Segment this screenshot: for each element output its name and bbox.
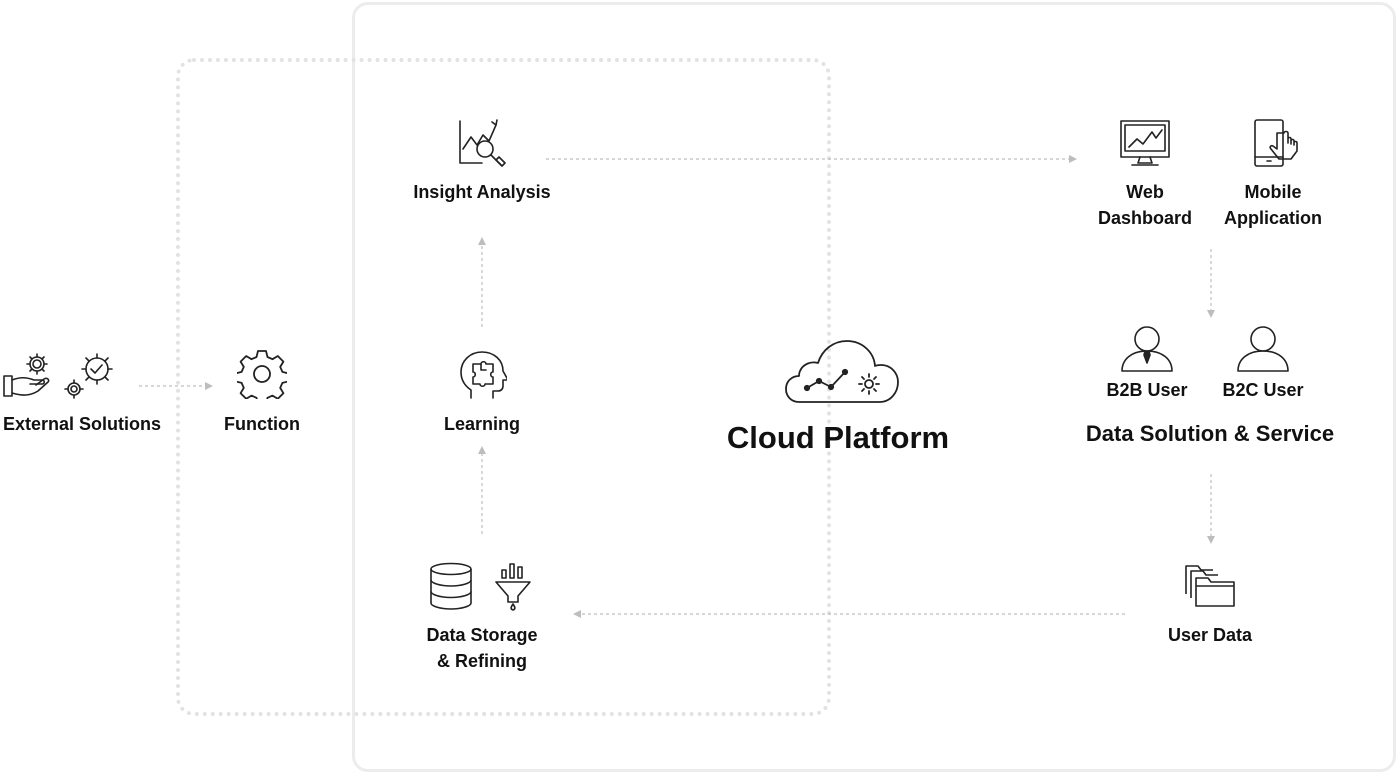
user-data-label: User Data xyxy=(1167,625,1253,645)
mobile-application-label-line1: Mobile xyxy=(1244,182,1302,202)
web-dashboard-label-line1: Web xyxy=(1126,182,1164,202)
external-solutions-label: External Solutions xyxy=(2,414,162,434)
web-dashboard-label: Web Dashboard xyxy=(1085,179,1205,231)
data-storage-label-line1: Data Storage xyxy=(426,625,538,645)
data-solution-service-title: Data Solution & Service xyxy=(1085,421,1335,446)
cloud-platform-frame xyxy=(352,2,1396,772)
mobile-application-label: Mobile Application xyxy=(1213,179,1333,231)
user-tie-icon xyxy=(1121,326,1173,372)
data-storage-label: Data Storage & Refining xyxy=(402,622,562,674)
chart-magnifier-icon xyxy=(459,119,506,167)
funnel-icon xyxy=(495,563,531,611)
head-puzzle-icon xyxy=(460,351,507,399)
user-icon xyxy=(1237,326,1289,372)
mobile-application-label-line2: Application xyxy=(1224,208,1322,228)
b2c-user-label: B2C User xyxy=(1222,380,1304,400)
gear-icon xyxy=(237,350,287,399)
monitor-chart-icon xyxy=(1120,120,1170,166)
mobile-touch-icon xyxy=(1254,119,1298,167)
function-label: Function xyxy=(224,414,300,434)
cloud-analytics-icon xyxy=(785,340,899,403)
data-storage-label-line2: & Refining xyxy=(437,651,527,671)
database-icon xyxy=(430,562,472,610)
insight-analysis-label: Insight Analysis xyxy=(413,182,551,202)
hand-gears-icon xyxy=(3,353,113,399)
folders-icon xyxy=(1185,565,1235,607)
b2b-user-label: B2B User xyxy=(1106,380,1188,400)
learning-label: Learning xyxy=(443,414,520,434)
cloud-platform-title: Cloud Platform xyxy=(726,420,950,455)
web-dashboard-label-line2: Dashboard xyxy=(1097,208,1193,228)
